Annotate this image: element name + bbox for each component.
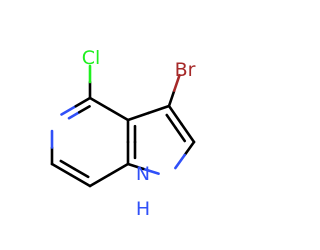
bond-c3-c2	[180, 122, 196, 144]
bond-n5-c4-inner	[67, 111, 81, 120]
molecule-structure-diagram: Cl Br N H	[50, 47, 196, 220]
atom-label-n1: N H	[136, 163, 150, 220]
bonds-layer	[50, 64, 196, 188]
bond-c7a-c7	[107, 162, 130, 177]
bond-c2-n1	[183, 140, 196, 157]
bond-c2-n1	[174, 153, 186, 170]
pyrrole-nitrogen-label: N	[136, 163, 150, 185]
bond-c3-c2-inner	[165, 113, 178, 130]
bond-c7a-c7	[88, 173, 111, 188]
bond-c3a-c3	[126, 111, 150, 122]
bond-c7-c6-inner	[73, 167, 90, 179]
bond-c7-c6	[50, 162, 73, 177]
atom-label-cl: Cl	[82, 47, 101, 69]
bond-c4-c3a	[88, 96, 111, 111]
bond-c3-c2-inner	[174, 126, 187, 143]
bond-c3-br	[167, 89, 176, 108]
bond-c4-c3a	[107, 107, 130, 122]
bond-c7-c6-inner	[59, 159, 76, 171]
bond-n1-c7a	[126, 162, 145, 171]
atom-label-br: Br	[175, 59, 196, 81]
pyrrole-hydrogen-label: H	[136, 198, 150, 220]
bond-c3-br	[172, 73, 181, 92]
bond-n5-c4	[74, 96, 92, 108]
bond-c3-c2	[167, 104, 183, 126]
bond-c7-c6	[69, 173, 92, 188]
bond-n5-c4	[60, 104, 78, 116]
chlorine-label: Cl	[82, 47, 101, 69]
bond-n1-c7a	[141, 167, 160, 175]
bromine-label: Br	[175, 59, 196, 81]
bond-n5-c4-inner	[77, 105, 91, 114]
bond-c3a-c3	[147, 104, 171, 115]
